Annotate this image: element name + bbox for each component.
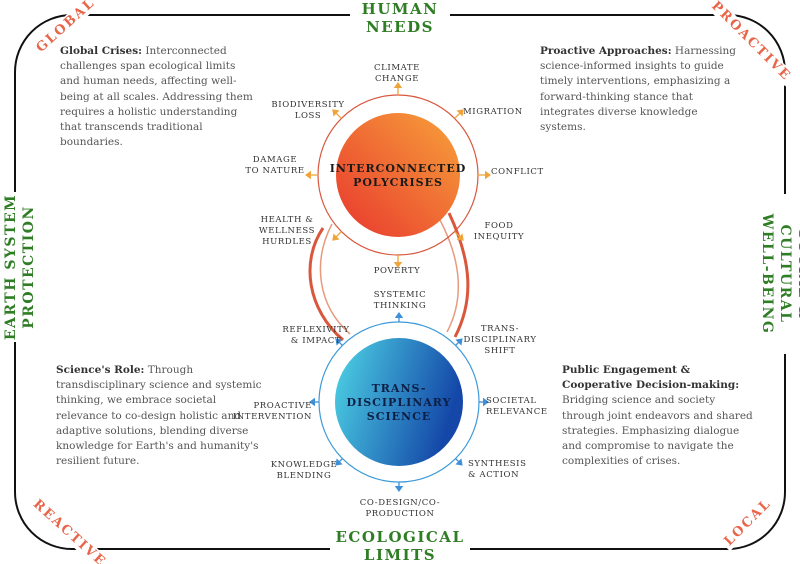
spoke-label-reflexivity-impact: REFLEXIVITY& IMPACT <box>282 325 349 346</box>
spoke-arrow-systemic-thinking <box>394 312 404 322</box>
edge-line: HUMAN <box>361 0 439 18</box>
spoke-arrow-conflict <box>478 170 491 180</box>
edge-line: ECOLOGICAL <box>335 528 465 546</box>
spoke-arrow-trans-disciplinary-shift <box>455 338 463 346</box>
spoke-arrow-societal-relevance <box>479 397 489 407</box>
edge-label-human-needs: HUMAN NEEDS <box>350 0 450 36</box>
paragraph-body: Harnessing science-informed insights to … <box>540 45 736 134</box>
paragraph-public-engagement: Public Engagement & Cooperative Decision… <box>562 363 758 469</box>
spoke-arrow-biodiversity-loss <box>332 109 342 119</box>
spoke-arrow-knowledge-blending <box>335 458 343 466</box>
paragraph-heading: Proactive Approaches: <box>540 45 672 57</box>
paragraph-heading: Global Crises: <box>60 45 143 57</box>
edge-line: LIMITS <box>363 546 437 564</box>
spoke-label-co-design-co-production: CO-DESIGN/CO-PRODUCTION <box>360 498 440 519</box>
spoke-label-synthesis-action: SYNTHESIS& ACTION <box>468 459 527 480</box>
paragraph-heading: Science's Role: <box>56 364 145 376</box>
spoke-arrow-reflexivity-impact <box>335 338 343 346</box>
paragraph-sciences-role: Science's Role: Through transdisciplinar… <box>56 363 262 469</box>
edge-line: NEEDS <box>366 18 434 36</box>
spoke-arrow-co-design-co-production <box>394 482 404 492</box>
paragraph-body: Interconnected challenges span ecologica… <box>60 45 253 149</box>
spoke-arrow-poverty <box>393 255 403 268</box>
core-disc <box>335 338 463 466</box>
spoke-arrow-food-inequity <box>454 231 464 241</box>
connector-arc <box>308 227 344 342</box>
core-disc <box>336 113 460 237</box>
edge-label-ecological-limits: ECOLOGICAL LIMITS <box>330 528 470 564</box>
paragraph-proactive-approaches: Proactive Approaches: Harnessing science… <box>540 44 740 135</box>
spoke-arrow-health-wellness-hurdles <box>332 231 342 241</box>
spoke-label-migration: MIGRATION <box>463 107 523 117</box>
spoke-arrow-migration <box>454 109 464 119</box>
connector-arc <box>447 212 470 338</box>
spoke-arrow-proactive-intervention <box>309 397 319 407</box>
spoke-arrow-damage-to-nature <box>305 170 318 180</box>
spoke-arrow-climate-change <box>393 82 403 95</box>
connector-loops <box>308 212 470 342</box>
spoke-arrow-synthesis-action <box>455 458 463 466</box>
paragraph-body: Through transdisciplinary science and sy… <box>56 364 262 468</box>
paragraph-heading: Public Engagement & Cooperative Decision… <box>562 364 740 392</box>
paragraph-global-crises: Global Crises: Interconnected challenges… <box>60 44 256 150</box>
spoke-label-conflict: CONFLICT <box>491 167 544 177</box>
paragraph-body: Bridging science and society through joi… <box>562 394 753 468</box>
connector-arc <box>439 219 460 333</box>
connector-arc <box>319 223 351 335</box>
spoke-label-poverty: POVERTY <box>374 266 421 276</box>
